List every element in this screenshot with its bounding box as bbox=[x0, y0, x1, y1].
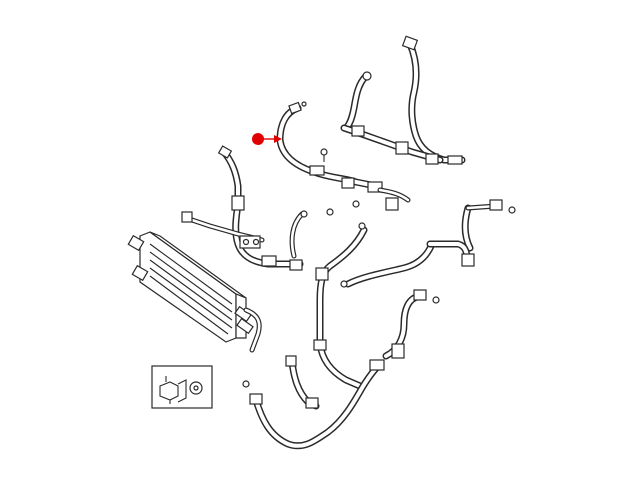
central-return-line[interactable] bbox=[285, 208, 368, 410]
cooler-feed-line[interactable] bbox=[181, 145, 308, 271]
lower-hose[interactable] bbox=[242, 359, 385, 450]
right-hose[interactable] bbox=[340, 199, 516, 360]
upper-right-hose-assembly[interactable] bbox=[340, 35, 466, 165]
callout-hose[interactable] bbox=[276, 101, 411, 211]
callout-marker[interactable] bbox=[252, 133, 282, 145]
cooler-assembly[interactable] bbox=[127, 231, 262, 353]
clip-detail-inset bbox=[151, 365, 213, 409]
callout-arrowhead bbox=[274, 135, 282, 143]
callout-dot bbox=[252, 133, 264, 145]
